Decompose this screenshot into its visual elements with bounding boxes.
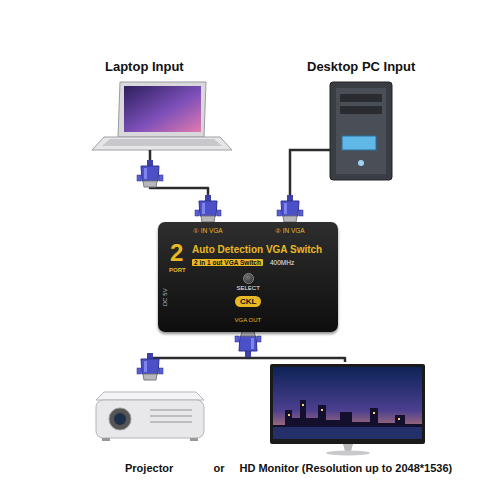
laptop-node: Laptop Input xyxy=(95,60,230,160)
city-light xyxy=(288,414,290,416)
vga-plug xyxy=(195,195,221,222)
bandwidth-label: 400MHz xyxy=(270,259,294,266)
port-count: 2 xyxy=(170,239,183,267)
laptop-base xyxy=(92,137,232,150)
connector-word: or xyxy=(214,462,225,475)
device-caption: HD Monitor (Resolution up to 2048*1536) xyxy=(240,462,453,475)
device-heading: Desktop PC Input xyxy=(307,60,415,75)
power-label: DC 5V xyxy=(162,288,169,306)
projector-lens xyxy=(109,408,131,430)
projector-vent xyxy=(150,415,192,417)
drive-bay xyxy=(340,106,382,114)
projector-top xyxy=(96,392,204,400)
monitor-screen xyxy=(273,367,422,439)
screen-water xyxy=(273,425,422,439)
select-button xyxy=(243,273,254,284)
vga-plug xyxy=(235,330,261,357)
desktop-node: Desktop PC Input xyxy=(285,60,425,185)
device-heading: Laptop Input xyxy=(105,60,184,75)
projector-lens-glass xyxy=(114,413,126,425)
port-label: ② IN VGA xyxy=(275,227,305,234)
power-button xyxy=(358,160,364,166)
projector-node: Projector xyxy=(88,380,210,477)
pc-tower xyxy=(330,82,392,180)
vga-cable xyxy=(248,332,345,362)
projector-body xyxy=(96,400,204,438)
pc-lcd xyxy=(342,136,376,150)
projector-vent xyxy=(150,409,192,411)
monitor-base xyxy=(326,451,370,456)
port-label: ① IN VGA xyxy=(193,227,223,234)
city-light xyxy=(373,412,375,414)
vga-plug xyxy=(277,195,303,222)
city-light xyxy=(321,409,323,411)
vga-switch-box: ① IN VGA ② IN VGA 2PORT Auto Detection VGA … xyxy=(158,222,338,332)
monitor-node: HD Monitor (Resolution up to 2048*1536) xyxy=(228,362,464,477)
drive-bay xyxy=(340,94,382,102)
city-light xyxy=(302,404,304,406)
device-caption: Projector xyxy=(125,462,173,475)
city-light xyxy=(398,418,400,420)
projector-vent xyxy=(150,421,192,423)
vga-plug xyxy=(137,160,163,187)
button-label: SELECT xyxy=(237,285,260,292)
projector-foot xyxy=(102,438,110,441)
monitor-frame xyxy=(270,364,425,444)
screen-skyline xyxy=(273,400,422,427)
monitor-neck xyxy=(343,444,353,451)
product-subtitle: 2 in 1 out VGA Switch xyxy=(192,259,263,266)
pc-front-panel xyxy=(336,88,386,174)
port-word: PORT xyxy=(169,267,186,274)
product-title: Auto Detection VGA Switch xyxy=(192,244,322,256)
brand-logo: CKL xyxy=(235,296,261,307)
laptop-lid xyxy=(118,82,206,137)
projector-foot xyxy=(190,438,198,441)
laptop-screen xyxy=(124,86,201,132)
laptop-cable xyxy=(149,150,152,160)
vga-plug xyxy=(137,353,163,380)
vga-cable xyxy=(150,332,248,380)
pc-cable xyxy=(290,150,330,185)
laptop-keyboard xyxy=(102,139,222,146)
port-label: VGA OUT xyxy=(235,317,262,324)
